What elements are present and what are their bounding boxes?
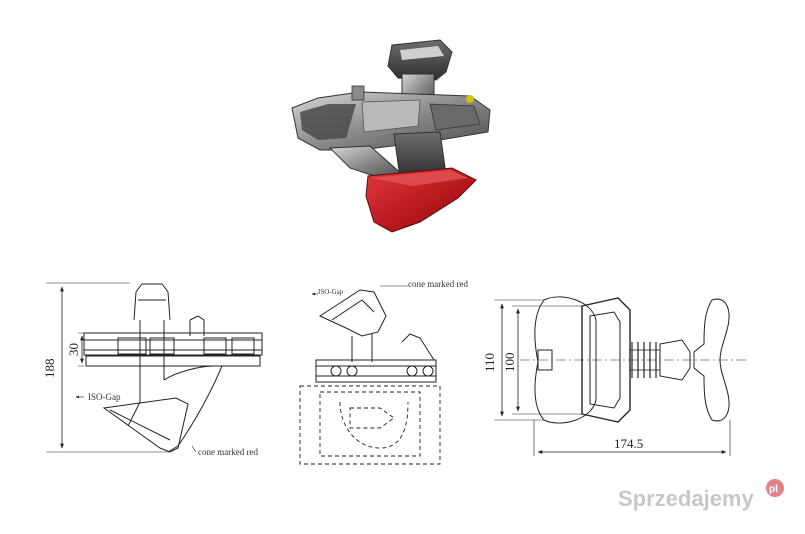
side-view-drawing (46, 282, 263, 453)
front-iso-gap-label: ISO-Gap (318, 288, 344, 296)
twistlock-3d-render (291, 39, 491, 233)
watermark-logo: Sprzedajemy pl (618, 479, 784, 511)
watermark-badge: pl (769, 484, 778, 495)
top-view-drawing (494, 296, 748, 456)
dim-188-label: 188 (42, 359, 57, 379)
front-view-drawing (299, 285, 441, 465)
side-cone-label: cone marked red (198, 447, 258, 457)
dim-100-label: 100 (502, 353, 517, 373)
watermark-brand: Sprzedajemy (618, 486, 754, 511)
dim-30-label: 30 (66, 343, 81, 356)
dim-110-label: 110 (482, 353, 497, 372)
side-iso-gap-label: ISO-Gap (88, 392, 121, 402)
dim-174-label: 174.5 (614, 436, 643, 451)
front-cone-label: cone marked red (408, 279, 468, 289)
